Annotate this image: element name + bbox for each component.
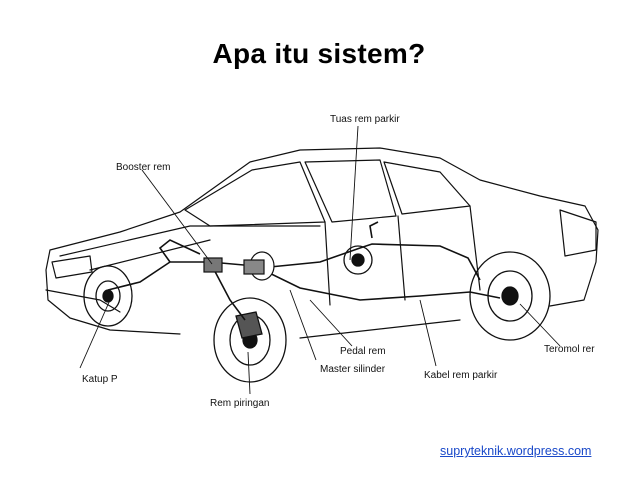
label-master-silinder: Master silinder [320,364,386,375]
rear-left-drum [343,245,373,275]
car-windows [184,159,471,227]
rear-right-wheel [469,251,551,341]
brake-line-upper [259,243,481,281]
label-booster-rem: Booster rem [116,162,170,173]
front-right-wheel [213,297,287,383]
brake-line-main [107,261,501,301]
label-pedal-rem: Pedal rem [340,346,386,357]
front-left-wheel [83,265,133,327]
headlight [51,255,93,279]
slide-title: Apa itu sistem? [212,38,426,69]
label-rem-piringan: Rem piringan [210,398,269,409]
label-kabel-rem-parkir: Kabel rem parkir [424,370,498,381]
car-body-outline [45,147,599,339]
label-tuas-rem-parkir: Tuas rem parkir [330,114,400,125]
master-cylinder-booster [203,251,275,281]
brake-line-front [209,261,246,321]
source-link[interactable]: supryteknik.wordpress.com [440,444,592,458]
label-teromol-rem: Teromol rer [544,344,595,355]
label-katup-p: Katup P [82,374,118,385]
